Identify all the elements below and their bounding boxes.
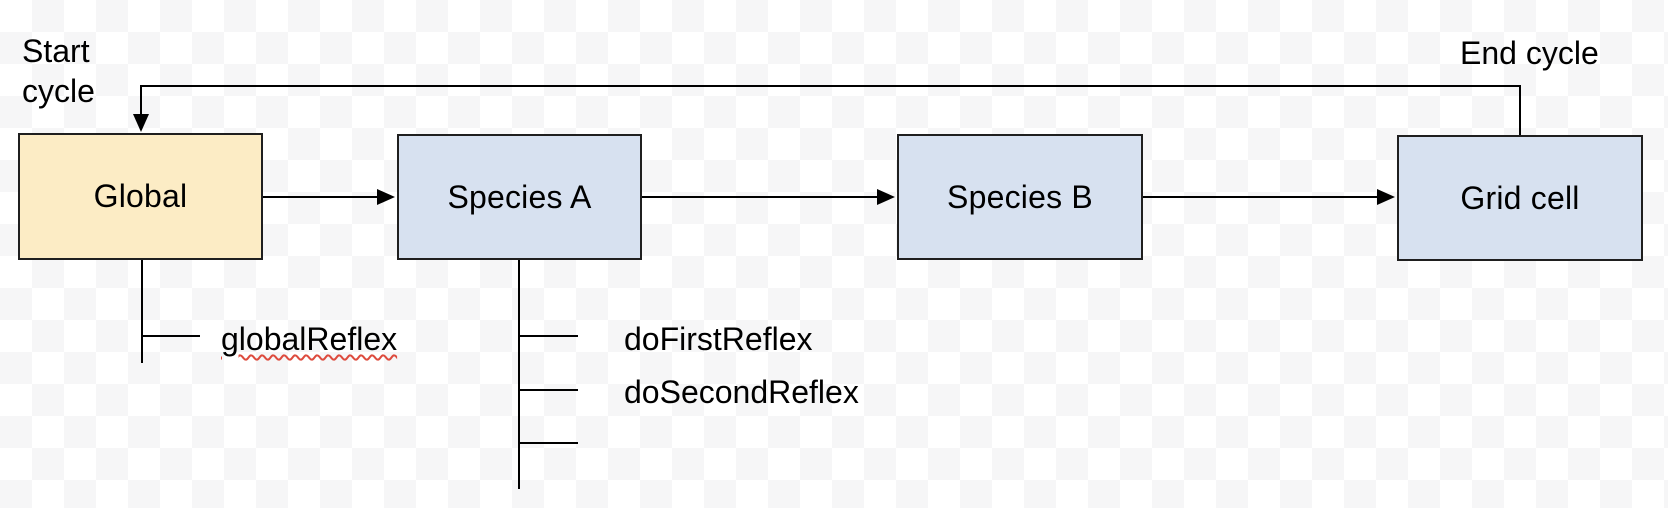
node-global[interactable]: Global <box>18 133 263 260</box>
node-species-a-label: Species A <box>447 178 592 215</box>
species-a-method-stem <box>518 260 578 489</box>
arrow-species-b-to-grid-cell <box>1143 189 1395 205</box>
arrowhead-into-global <box>133 114 149 132</box>
node-global-label: Global <box>93 178 188 214</box>
node-species-b[interactable]: Species B <box>897 134 1143 260</box>
feedback-connector <box>133 85 1521 135</box>
node-species-b-label: Species B <box>947 178 1093 215</box>
global-method-stem <box>141 260 200 363</box>
arrow-species-a-to-species-b <box>642 189 895 205</box>
method-label-dosecondreflex[interactable]: doSecondReflex <box>624 374 859 410</box>
node-grid-cell[interactable]: Grid cell <box>1397 135 1643 261</box>
start-cycle-label: Start cycle <box>22 33 95 109</box>
node-species-a[interactable]: Species A <box>397 134 642 260</box>
method-label-globalreflex[interactable]: globalReflex <box>221 321 398 357</box>
end-cycle-label: End cycle <box>1460 35 1599 71</box>
node-grid-cell-label: Grid cell <box>1460 179 1580 216</box>
method-label-dofirstreflex[interactable]: doFirstReflex <box>624 321 813 357</box>
arrow-global-to-species-a <box>263 189 395 205</box>
